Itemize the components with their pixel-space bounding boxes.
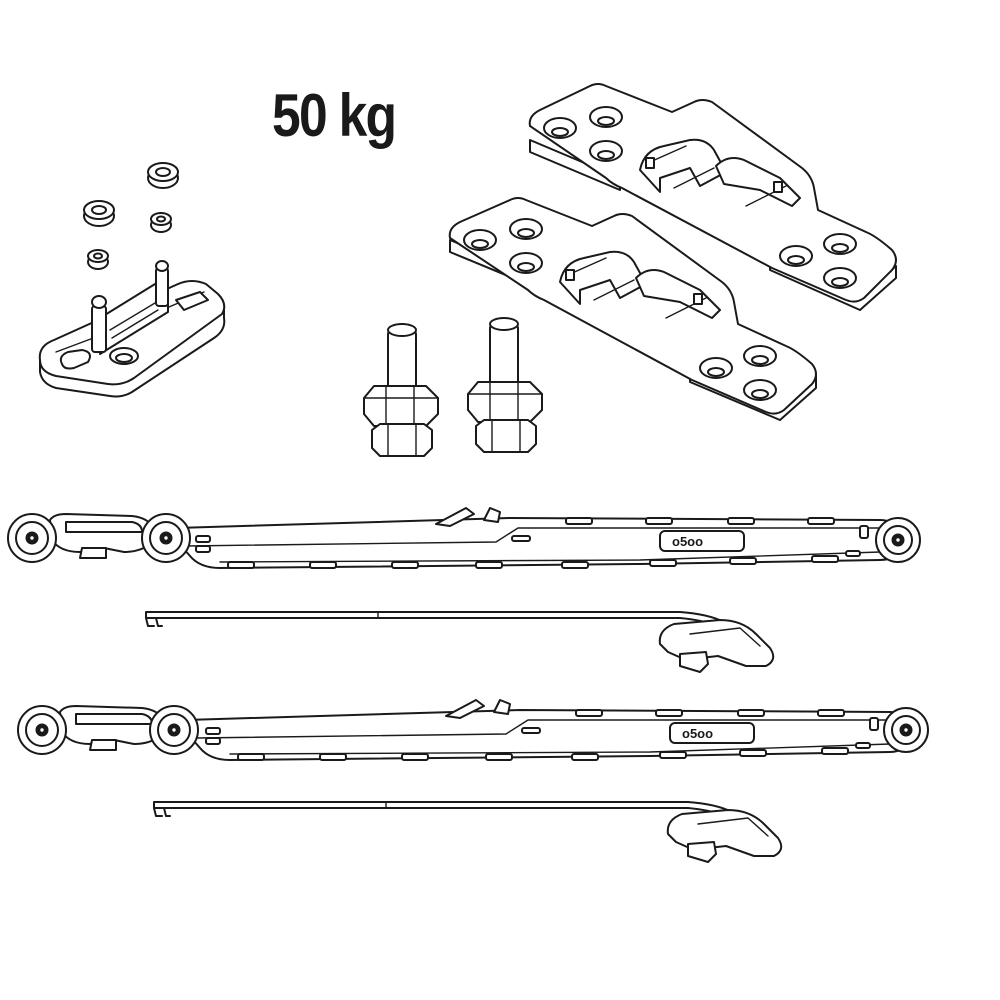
roller-rail-upper: o5oo xyxy=(7,507,921,569)
bolt-with-nut-left xyxy=(363,323,439,457)
washer-small-1 xyxy=(150,212,172,233)
washer-large-1 xyxy=(147,162,179,189)
mounting-bracket-upper xyxy=(528,83,897,311)
weight-capacity-label: 50 kg xyxy=(272,82,397,149)
rail-marking-text: o5oo xyxy=(672,534,703,549)
roller-rail-lower: o5oo xyxy=(17,699,929,761)
mounting-bracket-lower xyxy=(448,197,817,421)
bolt-with-nut-right xyxy=(467,317,543,453)
washer-small-2 xyxy=(87,249,109,270)
base-plate-with-pins xyxy=(38,260,226,398)
guide-arm-lower xyxy=(153,801,783,863)
guide-arm-upper xyxy=(145,611,775,673)
rail-marking-text: o5oo xyxy=(682,726,713,741)
washer-large-2 xyxy=(83,200,115,227)
